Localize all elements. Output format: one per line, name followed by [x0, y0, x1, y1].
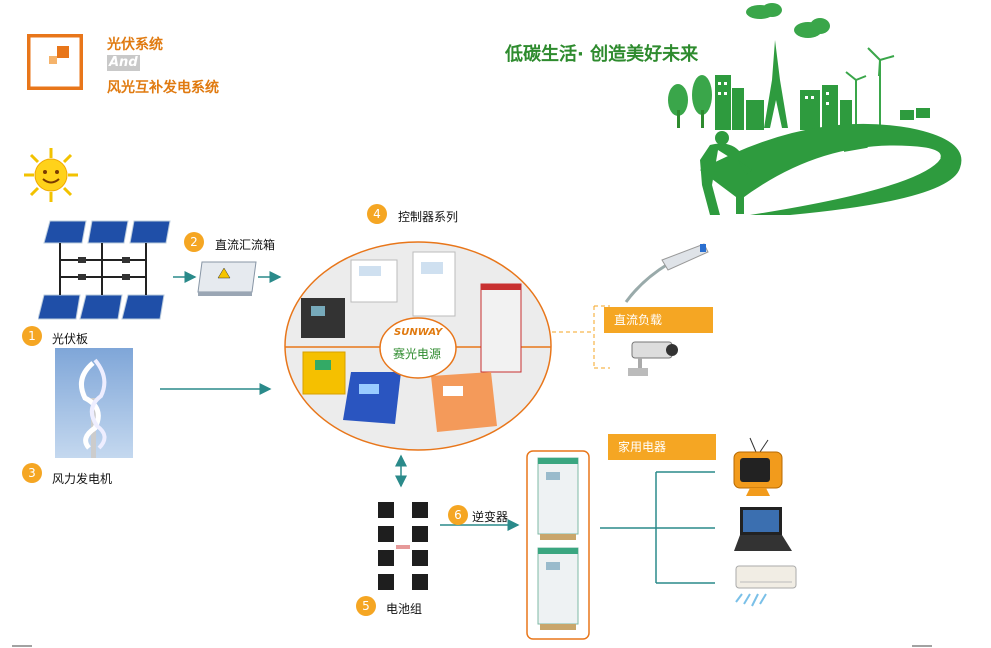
- laptop-icon: [732, 505, 794, 555]
- air-conditioner-icon: [728, 562, 798, 614]
- title-line-3: 风光互补发电系统: [107, 80, 219, 96]
- home-appliance-tag: 家用电器: [608, 434, 716, 460]
- battery-bank-image: [374, 500, 436, 594]
- badge-inverter: 6: [448, 505, 468, 525]
- center-label: 赛光电源: [393, 347, 442, 361]
- badge-battery: 5: [356, 596, 376, 616]
- dc-combiner-box-image: [196, 258, 258, 298]
- tv-icon: [730, 436, 786, 500]
- label-inverter: 逆变器: [472, 510, 509, 524]
- camera-icon: [624, 336, 684, 384]
- label-wind: 风力发电机: [52, 472, 113, 486]
- green-city-illustration: [660, 0, 980, 220]
- badge-pv: 1: [22, 326, 42, 346]
- sun-icon: [22, 146, 80, 204]
- badge-wind: 3: [22, 463, 42, 483]
- label-pv: 光伏板: [52, 332, 89, 346]
- title-line-1: 光伏系统: [107, 37, 163, 53]
- title-line-2: And: [107, 55, 140, 71]
- controller-series-group: [283, 240, 553, 452]
- inverter-group: [526, 450, 590, 640]
- street-light-icon: [622, 240, 712, 304]
- badge-controller: 4: [367, 204, 387, 224]
- label-dc-box: 直流汇流箱: [215, 238, 276, 252]
- brand-logo: SUNWAY: [394, 327, 443, 338]
- logo-icon: [25, 32, 85, 92]
- wind-turbine-image: [55, 348, 133, 458]
- solar-panels-image: [37, 215, 173, 323]
- label-battery: 电池组: [386, 602, 423, 616]
- dc-load-tag: 直流负载: [604, 307, 713, 333]
- badge-dc-box: 2: [184, 232, 204, 252]
- slogan: 低碳生活· 创造美好未来: [505, 44, 699, 65]
- label-controller: 控制器系列: [398, 210, 459, 224]
